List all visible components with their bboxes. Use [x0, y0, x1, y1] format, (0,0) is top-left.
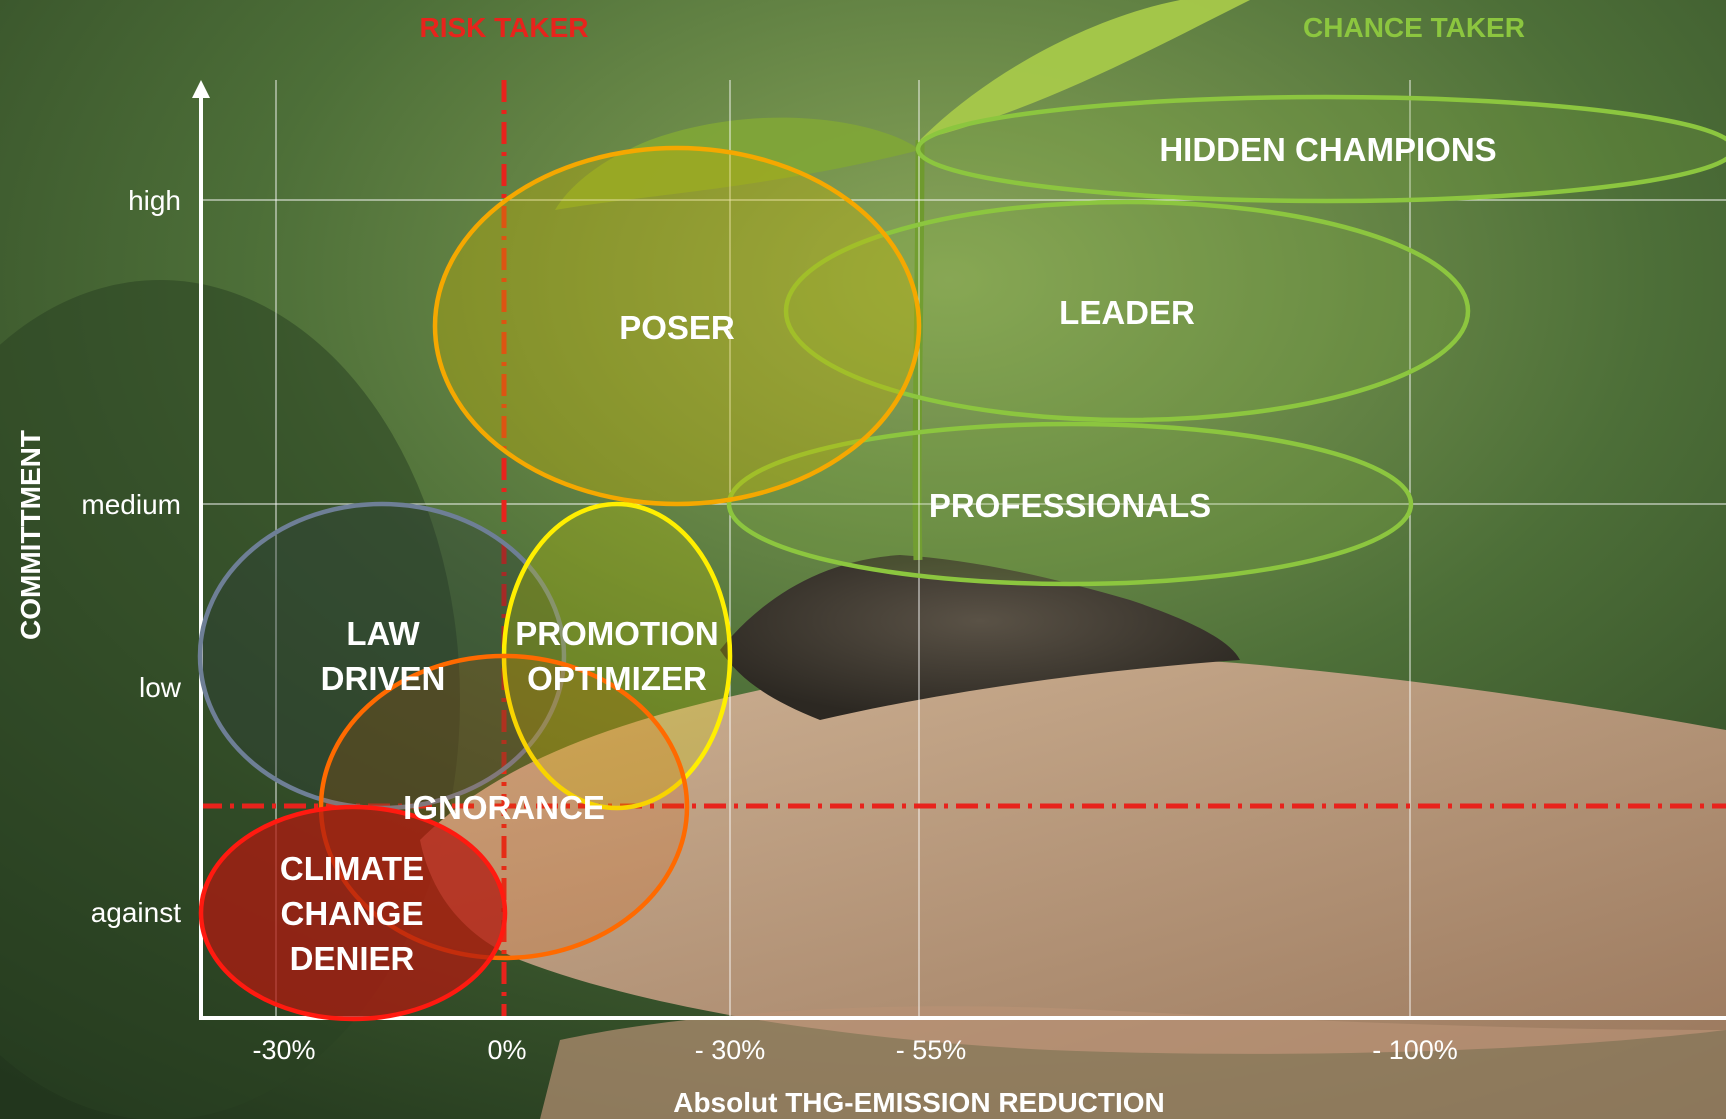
label-law-driven-line1: LAW	[346, 615, 420, 652]
ellipse-leader	[783, 199, 1471, 423]
x-tick-minus30-left: -30%	[252, 1035, 315, 1065]
y-tick-low: low	[139, 672, 182, 703]
label-poser: POSER	[619, 309, 735, 346]
ellipse-climate-change-denier	[198, 804, 508, 1022]
x-axis-title: Absolut THG-EMISSION REDUCTION	[673, 1087, 1165, 1118]
y-axis-arrow-icon	[192, 80, 210, 98]
risk-taker-label: RISK TAKER	[419, 12, 588, 43]
chance-taker-label: CHANCE TAKER	[1303, 12, 1525, 43]
x-tick-zero: 0%	[487, 1035, 526, 1065]
x-tick-55: - 55%	[896, 1035, 967, 1065]
label-climate-change-denier-line1: CLIMATE	[280, 850, 424, 887]
segments	[197, 94, 1726, 1022]
x-tick-30: - 30%	[695, 1035, 766, 1065]
y-tick-against: against	[91, 897, 182, 928]
threshold-lines	[200, 80, 1726, 1018]
x-tick-100: - 100%	[1372, 1035, 1458, 1065]
label-promotion-optimizer-line2: OPTIMIZER	[527, 660, 707, 697]
hand-icon	[420, 658, 1726, 1054]
label-ignorance: IGNORANCE	[403, 789, 605, 826]
label-law-driven-line2: DRIVEN	[321, 660, 446, 697]
y-tick-medium: medium	[81, 489, 181, 520]
soil-icon	[720, 555, 1240, 720]
ellipse-hidden-champions	[915, 94, 1726, 204]
y-tick-labels: high medium low against	[81, 185, 181, 928]
x-tick-labels: -30% 0% - 30% - 55% - 100%	[252, 1035, 1457, 1065]
label-promotion-optimizer-line1: PROMOTION	[515, 615, 719, 652]
sprout-icon	[555, 0, 1250, 561]
label-climate-change-denier-line2: CHANGE	[280, 895, 423, 932]
segment-labels: HIDDEN CHAMPIONS LEADER POSER PROFESSION…	[280, 131, 1497, 977]
y-tick-high: high	[128, 185, 181, 216]
ellipse-poser	[432, 145, 922, 507]
ellipse-professionals	[726, 421, 1414, 587]
label-professionals: PROFESSIONALS	[929, 487, 1211, 524]
y-axis-title: COMMITTMENT	[15, 430, 46, 640]
label-climate-change-denier-line3: DENIER	[290, 940, 415, 977]
axes	[192, 80, 1726, 1020]
label-leader: LEADER	[1059, 294, 1195, 331]
label-hidden-champions: HIDDEN CHAMPIONS	[1159, 131, 1496, 168]
